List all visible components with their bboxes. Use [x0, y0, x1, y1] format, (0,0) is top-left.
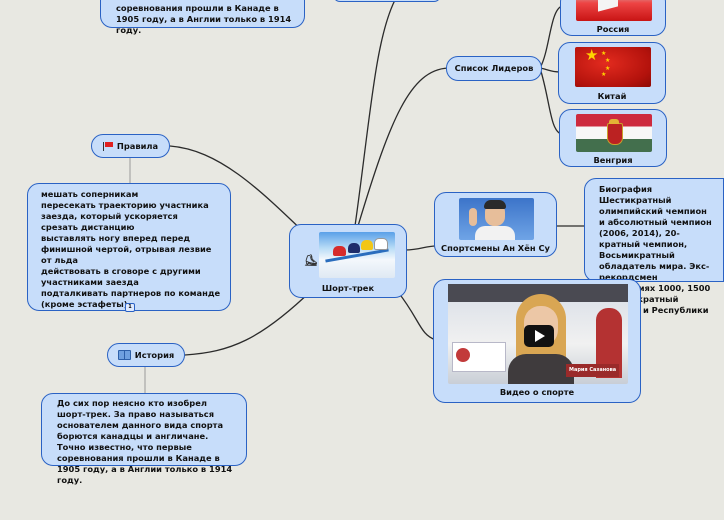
china-caption: Китай [597, 91, 627, 101]
short-track-photo [319, 232, 395, 278]
athlete-label: Спортсмены Ан Хён Су [441, 243, 550, 253]
edge-central-athlete [404, 245, 437, 251]
flag-node-russia[interactable]: Россия [560, 0, 666, 36]
flag-node-china[interactable]: ★ ★ ★ ★ ★ Китай [558, 42, 666, 104]
video-node[interactable]: Мария Сазанова Видео о спорте [433, 279, 641, 403]
connector-lines [129, 0, 586, 394]
edge-central-leaders [357, 67, 449, 227]
note-count-badge[interactable]: 1 [125, 303, 135, 312]
play-button-icon[interactable] [524, 325, 554, 347]
central-label: Шорт-трек [321, 283, 375, 293]
skater-icon: ⛸ [304, 254, 318, 267]
edge-central-rules [169, 145, 313, 241]
edge-leaders-china [539, 67, 561, 73]
flag-node-hungary[interactable]: Венгрия [559, 109, 667, 167]
top-note-text: соревнования прошли в Канаде в 1905 году… [116, 3, 292, 35]
china-flag-icon: ★ ★ ★ ★ ★ [575, 47, 651, 87]
athlete-bio-note: Биография Шестикратный олимпийский чемпи… [584, 178, 724, 326]
edge-central-history [184, 289, 313, 356]
video-caption-text: Мария Сазанова [566, 364, 620, 377]
video-thumbnail[interactable]: Мария Сазанова [448, 284, 628, 384]
edge-central-top [354, 0, 396, 227]
hungary-caption: Венгрия [593, 155, 633, 165]
rules-note: мешать соперникам пересекать траекторию … [27, 183, 231, 312]
rules-node[interactable]: Правила [91, 134, 170, 158]
edge-leaders-russia [539, 5, 563, 69]
history-node[interactable]: История [107, 343, 185, 367]
top-history-note: соревнования прошли в Канаде в 1905 году… [100, 0, 305, 35]
edge-leaders-hungary [539, 67, 562, 135]
edge-central-video [397, 291, 437, 341]
central-node[interactable]: ⛸ Шорт-трек [289, 224, 407, 298]
russia-caption: Россия [596, 24, 630, 34]
athlete-photo [459, 198, 534, 240]
video-label: Видео о спорте [499, 387, 575, 397]
athlete-node[interactable]: Спортсмены Ан Хён Су [434, 192, 557, 257]
hungary-flag-icon [576, 114, 652, 152]
history-note: До сих пор неясно кто изобрел шорт-трек.… [41, 393, 247, 485]
russia-flag-icon [576, 0, 652, 21]
leaders-node[interactable]: Список Лидеров [446, 56, 542, 81]
rules-text: мешать соперникам пересекать траекторию … [41, 189, 221, 309]
leaders-label: Список Лидеров [454, 63, 534, 73]
book-icon [117, 350, 131, 360]
rules-label: Правила [116, 140, 159, 151]
history-text: До сих пор неясно кто изобрел шорт-трек.… [57, 398, 233, 485]
athlete-bio-text: Биография Шестикратный олимпийский чемпи… [599, 184, 712, 326]
red-flag-icon [102, 141, 113, 151]
history-label: История [134, 349, 175, 360]
top-node[interactable] [333, 0, 441, 2]
